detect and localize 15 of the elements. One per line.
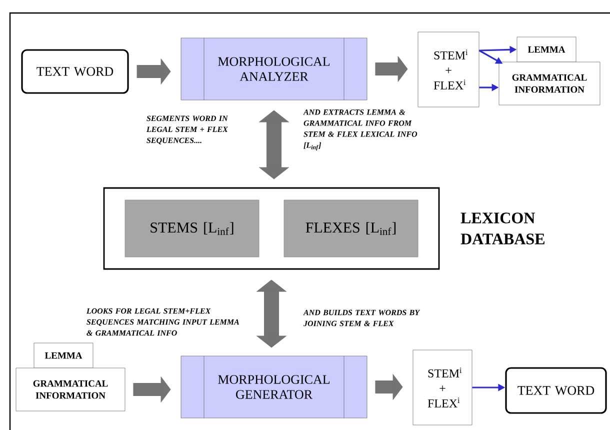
terminal-box: TEXT WORD [21, 49, 129, 94]
stem-flex-box: STEM$^{i}$ + FLEX$^{i}$ [418, 32, 480, 108]
stem-flex-box: STEM$^{i}$ + FLEX$^{i}$ [412, 350, 472, 426]
note: AND EXTRACTS LEMMA & GRAMMATICAL INFO FROM STEM & FLEX LEXICAL INFO [L$_{inf}$] [303, 109, 418, 151]
info-box: LEMMA [34, 342, 94, 368]
note: AND BUILDS TEXT WORDS BY JOINING STEM & FLEX [303, 310, 420, 326]
info-box: LEMMA [516, 36, 576, 62]
process-box: MORPHOLOGICAL GENERATOR [180, 356, 368, 418]
process-box: MORPHOLOGICAL ANALYZER [180, 38, 368, 100]
terminal-box: TEXT WORD [505, 367, 607, 414]
note: LOOKS FOR LEGAL STEM+FLEX SEQUENCES MATCHING INPUT LEMMA & GRAMMATICAL INFO [86, 308, 240, 336]
storage-box: FLEXES [L$_{inf}$] [284, 200, 418, 258]
storage-box: STEMS [L$_{inf}$] [124, 200, 260, 258]
heading: LEXICON DATABASE [460, 212, 544, 244]
note: SEGMENTS WORD IN LEGAL STEM + FLEX SEQUENCES.... [146, 116, 228, 144]
